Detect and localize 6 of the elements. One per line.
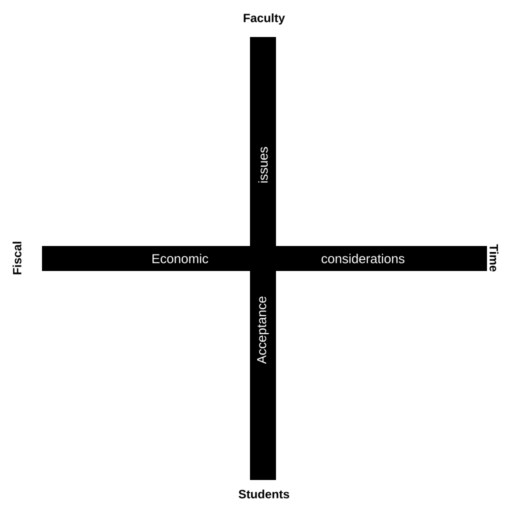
band-label: Economic — [152, 254, 208, 264]
axis-label: Fiscal — [12, 242, 22, 274]
band-label: issues — [258, 147, 268, 183]
axis-label: Faculty — [244, 13, 285, 25]
band-label: considerations — [322, 254, 404, 264]
band-label: Acceptance — [257, 296, 269, 364]
